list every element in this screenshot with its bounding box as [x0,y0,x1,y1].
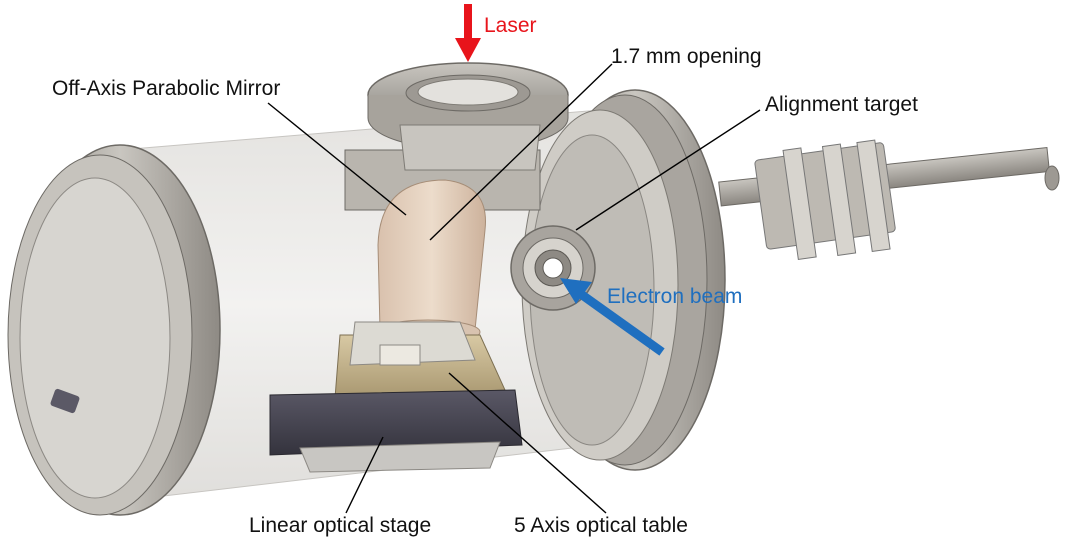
leader-opening [429,63,613,241]
leader-lines [267,63,761,514]
electron-beam-arrow-icon [560,278,665,356]
alignment-target-label: Alignment target [765,93,918,116]
leader-linear-stage [345,436,384,514]
linear-stage-label: Linear optical stage [249,514,432,537]
electron-beam-label: Electron beam [607,285,743,308]
left-end-cap [7,144,221,516]
leader-optical-table [448,372,607,514]
five-axis-table [334,321,506,399]
mirror-label: Off-Axis Parabolic Mirror [52,77,281,100]
linear-stage [269,389,523,473]
manipulator-feedthrough [718,139,1060,260]
optical-table-label: 5 Axis optical table [514,514,688,537]
laser-arrow-icon [455,4,481,62]
leader-alignment [575,109,761,231]
opening-label: 1.7 mm opening [611,45,762,68]
laser-label: Laser [484,14,537,37]
leader-mirror [267,102,407,216]
